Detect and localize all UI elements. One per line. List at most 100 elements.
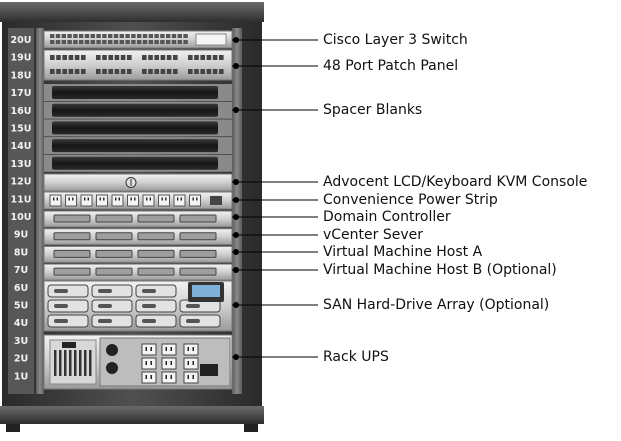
ups-vent — [84, 350, 87, 376]
leader-dot — [233, 37, 239, 43]
server-bay — [95, 214, 133, 223]
server-bay — [95, 232, 133, 241]
ups-outlet — [161, 371, 177, 384]
ups-vent — [79, 350, 82, 376]
outlet — [173, 194, 186, 207]
leader-dot — [233, 232, 239, 238]
server-bay — [95, 249, 133, 258]
switch-port — [73, 40, 78, 44]
switch-port — [73, 34, 78, 38]
patch-port — [200, 69, 205, 74]
unit-label: 3U — [14, 336, 28, 347]
switch-port — [171, 40, 177, 44]
server-bay — [53, 232, 91, 241]
patch-port — [62, 55, 67, 60]
callout-san-array: SAN Hard-Drive Array (Optional) — [323, 297, 550, 313]
patch-port — [206, 55, 212, 60]
patch-port — [194, 69, 199, 74]
callout-spacer-blanks: Spacer Blanks — [323, 102, 423, 118]
ups-outlet — [183, 357, 199, 370]
unit-label: 13U — [11, 159, 32, 170]
blank-panel — [52, 121, 218, 135]
switch-port — [67, 40, 72, 44]
switch-port — [55, 34, 61, 38]
ups-vent — [59, 350, 62, 376]
switch-port — [96, 40, 101, 44]
patch-port — [142, 69, 147, 74]
switch-port — [137, 40, 142, 44]
unit-label: 6U — [14, 283, 28, 294]
unit-label: 4U — [14, 318, 28, 329]
patch-port — [212, 69, 218, 74]
unit-label: 15U — [11, 124, 32, 135]
rack-ups — [43, 334, 233, 390]
unit-label: 9U — [14, 230, 28, 241]
switch-port — [96, 34, 101, 38]
patch-port — [200, 55, 205, 60]
switch-port — [102, 34, 107, 38]
switch-port — [113, 40, 119, 44]
patch-port — [173, 55, 178, 60]
patch-port — [127, 69, 132, 74]
unit-label: 11U — [11, 194, 32, 205]
patch-port — [188, 55, 193, 60]
outlet — [158, 194, 170, 207]
server-bay — [179, 249, 217, 258]
switch-port — [177, 34, 182, 38]
callout-vm-host-a: Virtual Machine Host A — [323, 244, 483, 260]
callout-kvm-console: Advocent LCD/Keyboard KVM Console — [323, 174, 588, 190]
patch-port — [173, 69, 178, 74]
cisco-switch — [43, 30, 233, 49]
patch-port — [160, 55, 166, 60]
patch-port — [81, 55, 86, 60]
patch-panel — [43, 49, 233, 81]
switch-port — [79, 40, 84, 44]
callout-patch-panel: 48 Port Patch Panel — [323, 58, 459, 74]
outlet — [65, 194, 77, 207]
callout-switch: Cisco Layer 3 Switch — [323, 32, 468, 48]
patch-port — [50, 69, 55, 74]
switch-port — [131, 40, 136, 44]
unit-label: 7U — [14, 265, 28, 276]
patch-port — [108, 69, 113, 74]
server-bay — [137, 232, 175, 241]
server-bay — [137, 267, 175, 276]
outlet — [189, 194, 201, 207]
callout-vcenter: vCenter Sever — [323, 227, 424, 243]
switch-port — [50, 34, 55, 38]
patch-port — [148, 55, 153, 60]
kvm-console — [43, 173, 233, 192]
switch-port — [119, 40, 124, 44]
patch-port — [219, 69, 224, 74]
switch-port — [79, 34, 84, 38]
patch-port — [62, 69, 67, 74]
unit-label: 17U — [11, 88, 32, 99]
switch-port — [142, 34, 148, 38]
leader-dot — [233, 302, 239, 308]
patch-port — [56, 55, 61, 60]
servers — [43, 210, 233, 281]
switch-port — [154, 34, 159, 38]
patch-port — [166, 69, 172, 74]
leader-lines — [232, 37, 318, 360]
patch-port — [96, 55, 101, 60]
unit-label: 20U — [11, 35, 32, 46]
patch-port — [114, 55, 120, 60]
outlet — [49, 194, 62, 207]
unit-label: 16U — [11, 106, 32, 117]
blank-panel — [52, 139, 218, 153]
switch-port — [84, 34, 90, 38]
callout-vm-host-b: Virtual Machine Host B (Optional) — [323, 262, 557, 278]
patch-port — [206, 69, 212, 74]
patch-port — [127, 55, 132, 60]
leader-dot — [233, 267, 239, 273]
switch-port — [160, 40, 165, 44]
ups-vent — [89, 350, 92, 376]
patch-port — [81, 69, 86, 74]
switch-port — [137, 34, 142, 38]
server-bay — [53, 214, 91, 223]
switch-port — [90, 40, 95, 44]
switch-port — [131, 34, 136, 38]
switch-port — [113, 34, 119, 38]
switch-port — [61, 34, 66, 38]
